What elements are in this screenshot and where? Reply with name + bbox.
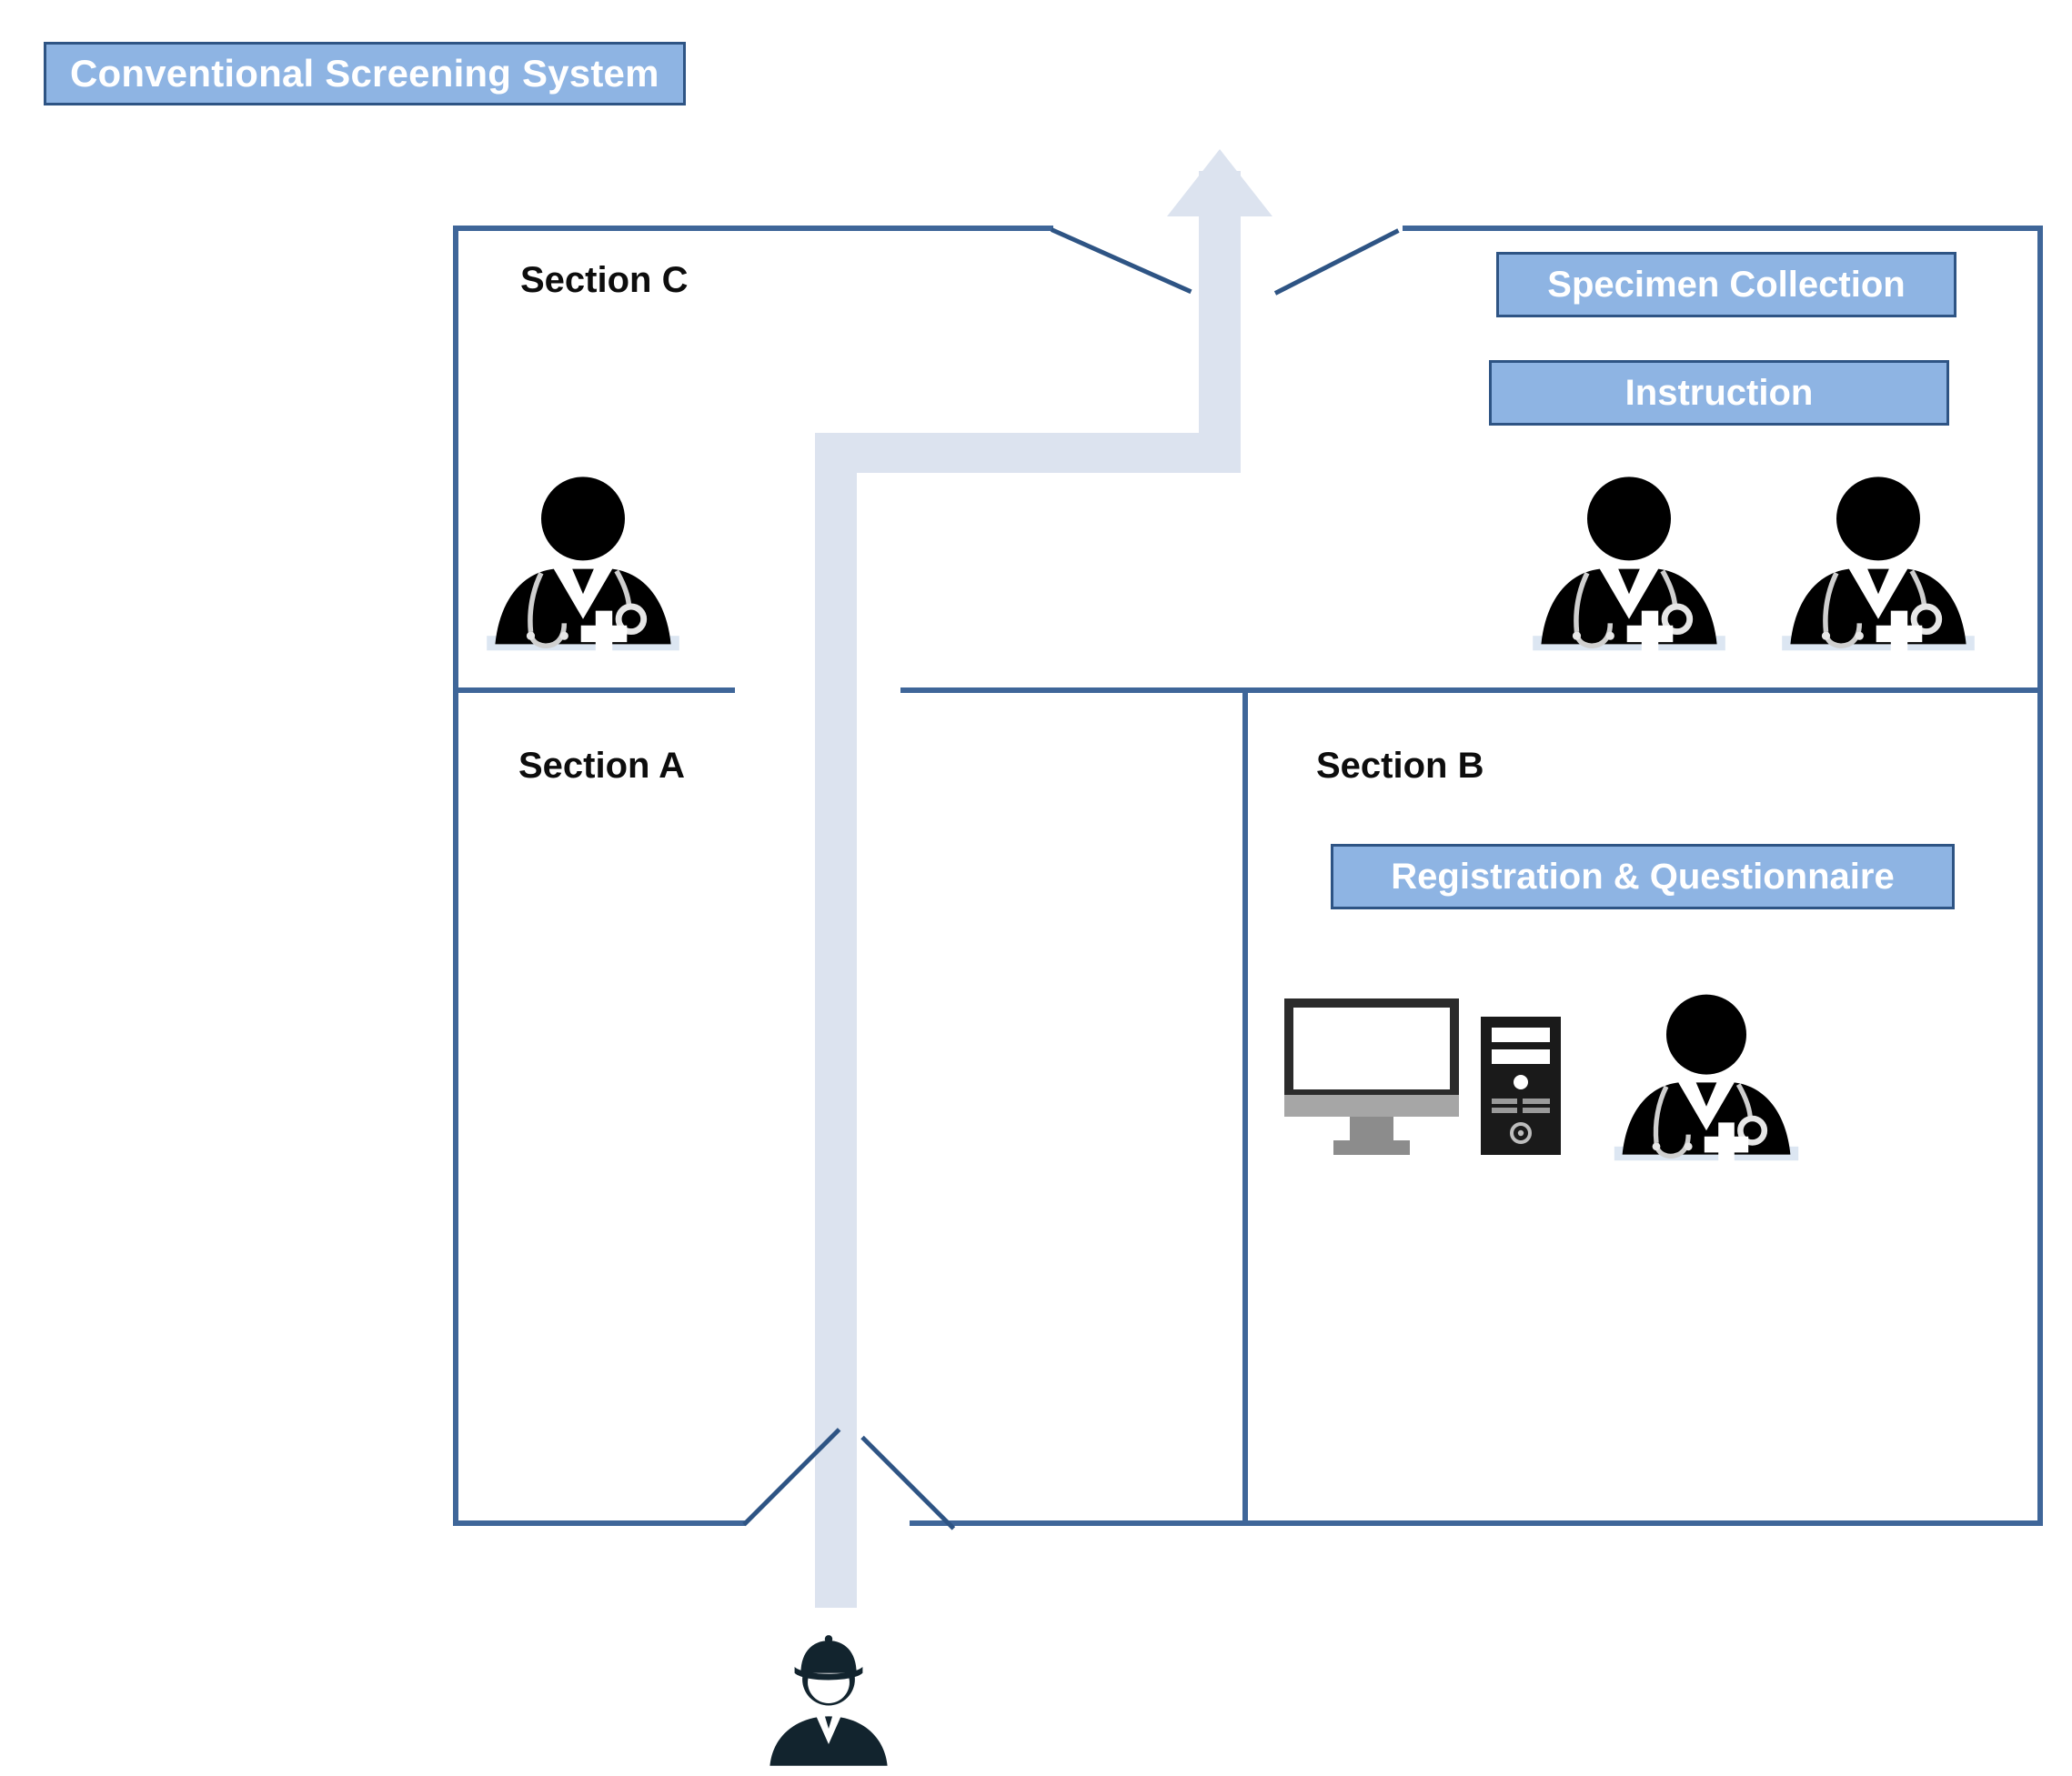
door-leaf-section-c-exit [1050, 227, 1192, 295]
flow-arrow-upper-stem [1199, 171, 1241, 473]
chip-instruction: Instruction [1489, 360, 1949, 426]
doctor-icon [1782, 477, 1975, 657]
flow-arrow-horizontal-segment [815, 433, 1241, 473]
doctor-icon [1614, 994, 1799, 1167]
wall-bottom-section-a [453, 1520, 746, 1526]
section-label-a: Section A [518, 746, 685, 786]
wall-top-specimen-area [1403, 226, 2043, 231]
patient-icon [769, 1635, 888, 1766]
wall-bottom-section-b [910, 1520, 2043, 1526]
chip-specimen-collection: Specimen Collection [1496, 252, 1956, 317]
partition-dotted-section-b [1242, 800, 1248, 1364]
chip-registration-questionnaire: Registration & Questionnaire [1331, 844, 1955, 909]
wall-right-outer [2037, 226, 2043, 1526]
wall-left-outer [453, 226, 458, 1526]
wall-divider-specimen-section-b [900, 687, 2043, 693]
wall-divider-section-c-a [453, 687, 735, 693]
section-label-c: Section C [520, 260, 689, 300]
diagram-title: Conventional Screening System [44, 42, 686, 105]
door-leaf-section-b-entry [860, 1435, 956, 1530]
desktop-computer-icon [1284, 998, 1561, 1155]
door-leaf-specimen-entry [1273, 228, 1400, 296]
doctor-icon [487, 477, 679, 657]
flow-arrow-head-icon [1167, 149, 1272, 216]
flow-arrow-lower-stem [815, 433, 857, 1608]
section-label-b: Section B [1316, 746, 1484, 786]
wall-top-section-c [453, 226, 1053, 231]
doctor-icon [1533, 477, 1725, 657]
